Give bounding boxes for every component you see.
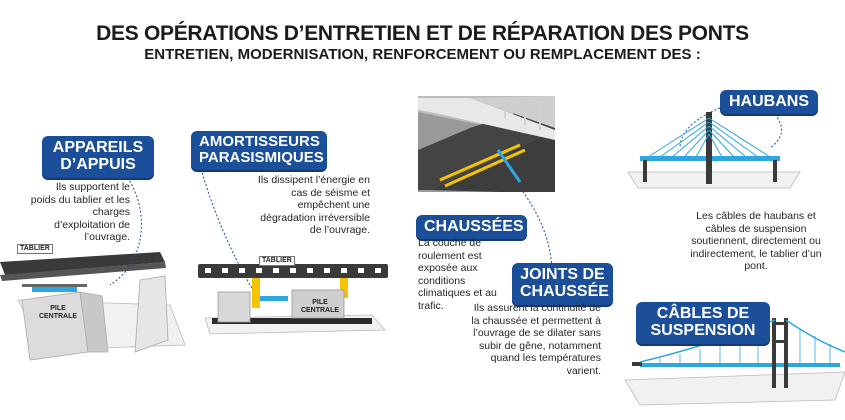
deck-label-2: TABLIER (259, 256, 295, 266)
roadway-illustration (418, 96, 555, 192)
desc-amortisseurs: Ils dissipent l’énergie en cas de séisme… (257, 174, 370, 237)
page-subtitle: ENTRETIEN, MODERNISATION, RENFORCEMENT O… (144, 46, 701, 63)
badge-amortisseurs: AMORTISSEURS PARASISMIQUES (191, 131, 327, 171)
central-pier-label-2: PILE CENTRALE (300, 299, 340, 314)
deck-label: TABLIER (17, 244, 53, 254)
badge-cables-suspension: CÂBLES DE SUSPENSION (636, 302, 770, 344)
badge-joints: JOINTS DE CHAUSSÉE (512, 263, 613, 305)
cable-stayed-illustration (627, 112, 801, 189)
desc-chaussees: La couche de roulement est exposée aux c… (418, 237, 497, 312)
badge-chaussees: CHAUSSÉES (416, 215, 527, 240)
desc-haubans: Les câbles de haubans et câbles de suspe… (690, 210, 822, 273)
desc-appareils-appuis: Ils supportent le poids du tablier et le… (30, 181, 130, 244)
page-title: DES OPÉRATIONS D’ENTRETIEN ET DE RÉPARAT… (96, 22, 749, 45)
bearing-bridge-illustration (0, 252, 186, 361)
badge-haubans: HAUBANS (720, 90, 818, 115)
central-pier-label: PILE CENTRALE (38, 305, 78, 320)
badge-appareils-appuis: APPAREILS D’APPUIS (42, 136, 154, 178)
desc-joints: Ils assurent la continuité de la chaussé… (471, 302, 601, 377)
damper-bridge-illustration (198, 264, 388, 335)
